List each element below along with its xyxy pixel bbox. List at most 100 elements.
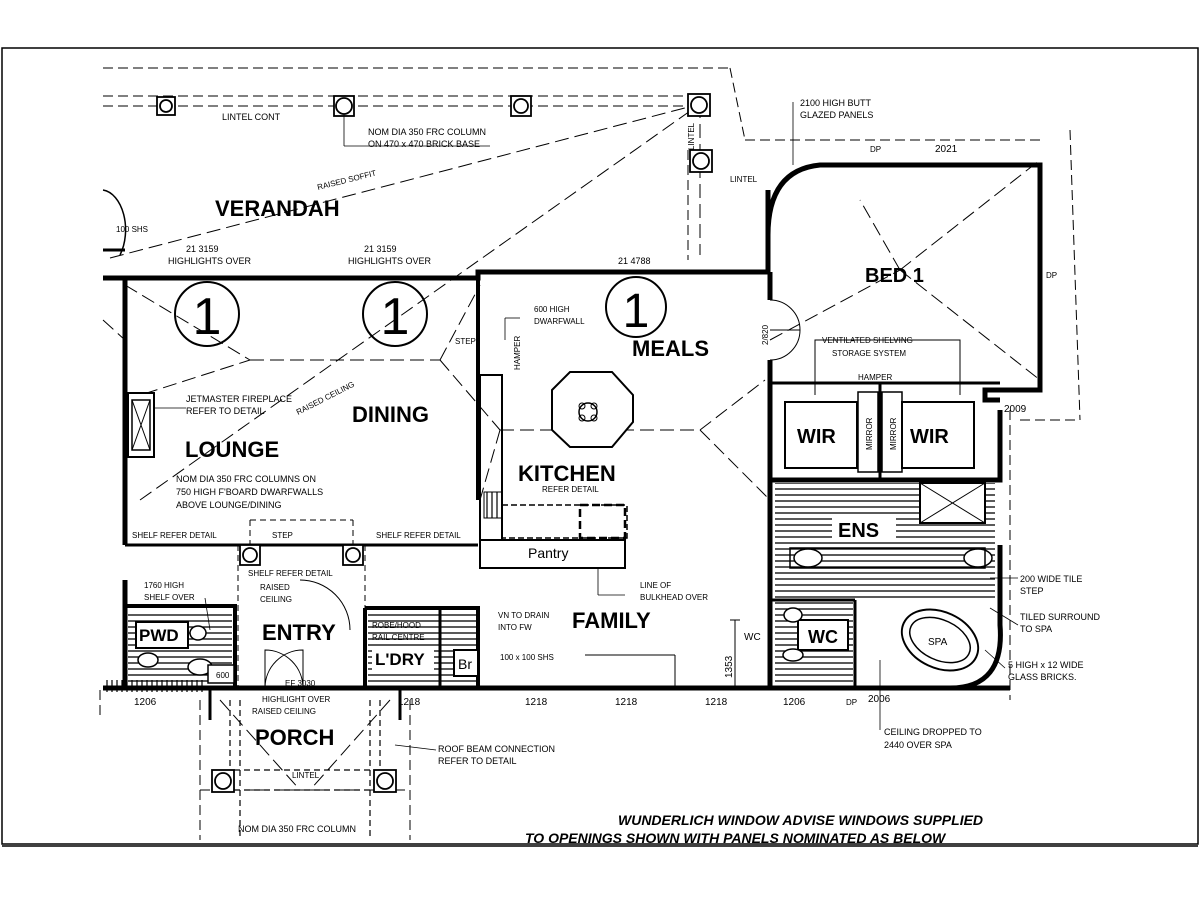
wc-label-box [797, 619, 849, 651]
doors [264, 299, 801, 689]
marker-1: 1 [193, 288, 222, 346]
room-dining: DINING [352, 402, 429, 427]
note-hl2-a: 21 3159 [364, 244, 397, 254]
spa-bath [900, 608, 980, 672]
note-wc-dim: WC [744, 632, 761, 643]
mirror-panel-left [857, 391, 879, 473]
marker-circle-3 [605, 276, 667, 338]
entry-lines [237, 519, 366, 688]
marker-3: 1 [623, 285, 650, 338]
room-family: FAMILY [572, 608, 651, 633]
note-lintel-cont: LINTEL CONT [222, 112, 281, 122]
basin-left [793, 548, 823, 568]
laundry-label-bg [372, 646, 434, 672]
note-step-2: STEP [272, 531, 293, 540]
marker-circle-1 [174, 281, 240, 347]
room-spa: SPA [928, 637, 948, 648]
bottom-mask [0, 846, 1200, 900]
note-raised-soffit: RAISED SOFFIT [316, 169, 377, 192]
note-column-bottom: NOM DIA 350 FRC COLUMN [238, 824, 356, 834]
note-surround-1: TILED SURROUND [1020, 612, 1101, 622]
room-labels: VERANDAH BED 1 MEALS LOUNGE DINING KITCH… [139, 196, 949, 750]
note-glass-2: GLASS BRICKS. [1008, 672, 1077, 682]
note-dp-top: DP [870, 145, 881, 154]
wc-toilet [782, 648, 804, 662]
note-shelf-3: SHELF REFER DETAIL [248, 569, 333, 578]
kitchen-bench-bottom [501, 504, 628, 539]
vanity-bench [789, 547, 986, 569]
basin-right [963, 548, 993, 568]
note-highlight-over-2: RAISED CEILING [252, 707, 316, 716]
mirror-panel-right [881, 391, 903, 473]
note-shelf-over-2: SHELF OVER [144, 593, 195, 602]
note-mirror-left: MIRROR [865, 417, 874, 450]
dim-1218-a: 1218 [398, 697, 421, 708]
note-ef-3030: EF 3030 [285, 679, 316, 688]
note-hl3: 21 4788 [618, 256, 651, 266]
note-hamper-kitchen: HAMPER [513, 336, 522, 370]
note-column-1: NOM DIA 350 FRC COLUMN [368, 127, 486, 137]
left-arc [102, 189, 127, 256]
dim-1218-c: 1218 [615, 697, 638, 708]
note-hl2-b: HIGHLIGHTS OVER [348, 256, 432, 266]
highlight-markers: 1 1 1 [174, 276, 667, 347]
room-entry: ENTRY [262, 620, 336, 645]
room-broom: Br [458, 656, 472, 672]
note-shelving-1: VENTILATED SHELVING [822, 336, 913, 345]
note-door-2820: 2/820 [761, 324, 770, 345]
room-bed-1: BED 1 [865, 265, 924, 287]
room-lounge: LOUNGE [185, 437, 279, 462]
dim-1353: 1353 [724, 655, 735, 678]
note-vn-1: VN TO DRAIN [498, 611, 549, 620]
note-100-shs-left: 100 SHS [116, 225, 148, 234]
pwd-basin [189, 625, 207, 641]
note-mirror-right: MIRROR [889, 417, 898, 450]
dim-1206-left: 1206 [134, 697, 157, 708]
note-hl1-a: 21 3159 [186, 244, 219, 254]
room-verandah: VERANDAH [215, 196, 340, 221]
note-ceiling-drop-1: CEILING DROPPED TO [884, 727, 982, 737]
note-bulkhead-2: BULKHEAD OVER [640, 593, 708, 602]
dimension-lines [585, 619, 740, 689]
note-raised-ceiling: RAISED CEILING [295, 380, 356, 417]
sink [483, 491, 503, 519]
footer-notes: WUNDERLICH WINDOW ADVISE WINDOWS SUPPLIE… [525, 812, 983, 846]
wir-left-box [784, 401, 858, 469]
note-column-2: ON 470 x 470 BRICK BASE [368, 139, 480, 149]
note-roof-beam-1: ROOF BEAM CONNECTION [438, 744, 555, 754]
kitchen-bench-left [479, 374, 503, 541]
footer-line-2: TO OPENINGS SHOWN WITH PANELS NOMINATED … [525, 830, 947, 846]
note-columns-2: 750 HIGH F'BOARD DWARFWALLS [176, 487, 323, 497]
room-laundry: L'DRY [375, 650, 425, 669]
note-robe-1: ROBE/HOOD [372, 621, 421, 630]
note-glass-1: 5 HIGH x 12 WIDE [1008, 660, 1084, 670]
note-surround-2: TO SPA [1020, 624, 1052, 634]
cooktop-ring [578, 402, 598, 422]
dim-2009: 2009 [1004, 404, 1027, 415]
pwd-label-box [135, 621, 189, 649]
ens-label-bg [832, 516, 896, 542]
entry-columns [239, 544, 364, 566]
kitchen-refer-detail: REFER DETAIL [542, 485, 599, 494]
note-100-shs: 100 x 100 SHS [500, 653, 554, 662]
pwd-cabinet [207, 664, 235, 684]
porch-lintel [229, 700, 381, 840]
note-dp-bottom: DP [846, 698, 857, 707]
kitchen-island [551, 371, 634, 448]
dim-1206-right: 1206 [783, 697, 806, 708]
room-pwd: PWD [139, 626, 179, 645]
drawing-frame [1, 47, 1199, 845]
note-ceiling-drop-2: 2440 OVER SPA [884, 740, 952, 750]
dim-1218-b: 1218 [525, 697, 548, 708]
note-tile-step-2: STEP [1020, 586, 1044, 596]
note-butt-glazed-1: 2100 HIGH BUTT [800, 98, 872, 108]
note-butt-glazed-2: GLAZED PANELS [800, 110, 873, 120]
dim-600: 600 [216, 671, 230, 680]
porch-columns [211, 769, 397, 793]
note-lintel-vertical: LINTEL [687, 122, 696, 150]
wc-basin [783, 607, 803, 623]
note-lintel-porch: LINTEL [292, 771, 320, 780]
shelving-outline [814, 339, 961, 395]
note-dwarfwall-2: DWARFWALL [534, 317, 585, 326]
